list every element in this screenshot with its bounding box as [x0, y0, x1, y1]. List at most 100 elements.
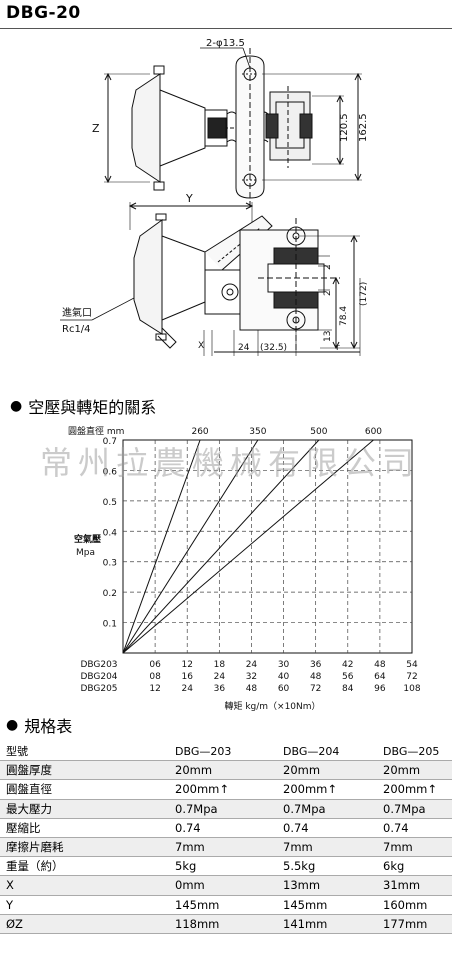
spec-cell: 0.7Mpa	[141, 799, 271, 819]
x-axis-label: 轉矩 kg/m（×10Nm）	[224, 700, 320, 712]
spec-row-label: 壓縮比	[0, 818, 141, 838]
spec-cell: 118mm	[141, 914, 271, 934]
spec-cell: 31mm	[369, 875, 452, 896]
y-tick-label: 0.1	[103, 620, 117, 630]
dim-162-5-label: 162.5	[358, 113, 369, 142]
chart-frame	[122, 439, 413, 654]
spec-row-label: 圓盤厚度	[0, 760, 141, 781]
bullet-icon: ●	[10, 398, 23, 414]
inlet-label: 進氣口	[62, 306, 92, 319]
top-axis-label: 圓盤直徑 mm	[68, 425, 124, 437]
spec-cell: 200mm↑	[141, 779, 271, 800]
x-tick-label: 24	[246, 660, 258, 670]
title-divider	[0, 28, 452, 29]
spec-row-label: Y	[0, 895, 141, 915]
dim-r-label: r	[336, 343, 340, 353]
spec-cell: 5kg	[141, 856, 271, 877]
x-tick-label: 12	[181, 660, 192, 670]
x-tick-label: 96	[374, 684, 386, 694]
spec-cell: 7mm	[369, 837, 452, 858]
x-tick-label: 42	[342, 660, 353, 670]
spec-section-title: ● 規格表	[6, 713, 72, 737]
top-view	[104, 47, 362, 206]
spec-header-cell: DBG—204	[271, 742, 369, 762]
dim-2-lower-label: 2	[323, 290, 333, 296]
spec-cell: 177mm	[369, 914, 452, 934]
spec-header-cell: DBG—205	[369, 742, 452, 762]
x-tick-label: 12	[149, 684, 160, 694]
y-axis-label: 空氣壓	[74, 533, 101, 545]
x-tick-label: 32	[246, 672, 257, 682]
dim-120-5-label: 120.5	[339, 113, 350, 142]
x-tick-label: 48	[374, 660, 386, 670]
dim-x-label: X	[198, 341, 204, 351]
y-tick-label: 0.6	[103, 467, 118, 477]
x-tick-label: 72	[310, 684, 321, 694]
spec-header-cell: 型號	[0, 742, 141, 762]
dim-24-label: 24	[238, 343, 250, 353]
spec-row-label: 重量（約）	[0, 856, 141, 877]
x-tick-label: 36	[214, 684, 226, 694]
hole-spec-label: 2-φ13.5	[206, 38, 245, 49]
spec-row-label: ØZ	[0, 914, 141, 934]
dim-78-4-label: 78.4	[339, 306, 349, 326]
spec-row-label: 圓盤直徑	[0, 779, 141, 800]
top-mount-plate	[235, 55, 265, 199]
side-view	[60, 202, 361, 356]
top-housing-shape	[131, 73, 161, 183]
y-tick-label: 0.5	[103, 498, 117, 508]
spec-section-title-text: 規格表	[24, 717, 73, 736]
series-line-500	[122, 439, 320, 654]
dim-z-label: Z	[92, 122, 100, 135]
chart-section-title-text: 空壓與轉矩的關系	[28, 398, 157, 417]
x-tick-label: 08	[149, 672, 161, 682]
dim-32-5-label: (32.5)	[260, 343, 287, 353]
spec-cell: 6kg	[369, 856, 452, 877]
x-tick-label: 40	[278, 672, 290, 682]
spec-cell: 20mm	[141, 760, 271, 781]
spec-row-label: 摩擦片磨耗	[0, 837, 141, 858]
watermark: 常州拉農機械有限公司	[40, 444, 421, 482]
x-tick-label: 30	[278, 660, 290, 670]
spec-cell: 0.74	[271, 818, 369, 838]
x-tick-label: 36	[310, 660, 322, 670]
x-tick-label: 48	[246, 684, 258, 694]
series-line-600	[122, 439, 374, 654]
x-tick-label: 24	[214, 672, 226, 682]
y-tick-label: 0.7	[103, 437, 117, 447]
dim-172-label: (172)	[359, 282, 369, 306]
spec-cell: 20mm	[369, 760, 452, 781]
x-tick-label: 24	[181, 684, 193, 694]
x-tick-label: 56	[342, 672, 354, 682]
dim-y-label: Y	[185, 192, 193, 205]
x-row-name: DBG205	[80, 684, 117, 694]
x-tick-label: 64	[374, 672, 386, 682]
x-tick-label: 16	[181, 672, 193, 682]
dim-2-upper-label: 2	[323, 264, 333, 270]
x-tick-label: 84	[342, 684, 354, 694]
spec-cell: 0.74	[369, 818, 452, 838]
spec-header-cell: DBG—203	[141, 742, 271, 762]
y-tick-label: 0.4	[103, 528, 118, 538]
spec-cell: 20mm	[271, 760, 369, 781]
x-tick-label: 60	[278, 684, 290, 694]
spec-cell: 160mm	[369, 895, 452, 915]
x-tick-label: 54	[406, 660, 418, 670]
spec-cell: 7mm	[141, 837, 271, 858]
spec-cell: 13mm	[271, 875, 369, 896]
x-tick-label: 72	[406, 672, 417, 682]
spec-row-label: 最大壓力	[0, 799, 141, 819]
x-row-name: DBG203	[80, 660, 117, 670]
spec-cell: 0.7Mpa	[369, 799, 452, 819]
x-tick-label: 108	[403, 684, 420, 694]
spec-cell: 0mm	[141, 875, 271, 896]
series-line-350	[122, 439, 259, 654]
